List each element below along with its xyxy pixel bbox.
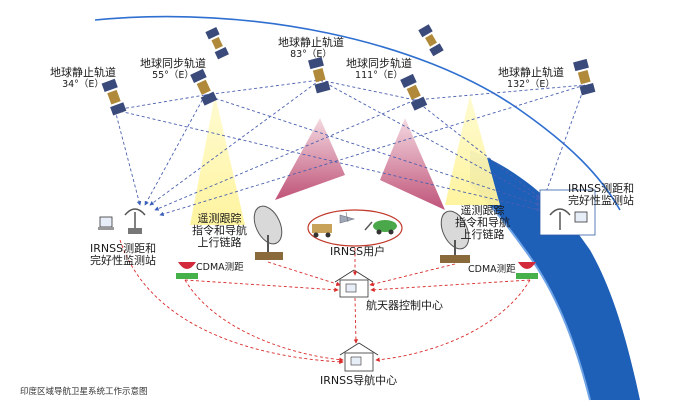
orbit-label-gso-55: 地球同步轨道 55°（E） <box>140 57 206 82</box>
users-icons <box>312 211 397 238</box>
station-line2: 完好性监测站 <box>568 194 635 207</box>
satellite-gso-111 <box>400 73 428 111</box>
orbit-label-gso-111: 地球同步轨道 111°（E） <box>346 57 412 82</box>
satellite-links <box>114 79 586 217</box>
station-line2: 完好性监测站 <box>90 254 157 267</box>
orbit-longitude: 132°（E） <box>507 79 555 90</box>
uplink-line2: 指令和导航 <box>455 216 510 229</box>
station-label-right: IRNSS测距和 完好性监测站 <box>568 183 634 207</box>
orbit-name: 地球静止轨道 <box>278 36 344 49</box>
satellite-gso-55-b <box>205 27 229 60</box>
cdma-dish-left <box>176 262 198 279</box>
uplink-label-left: 遥测跟踪 指令和导航 上行链路 <box>192 213 247 249</box>
control-center-label: 航天器控制中心 <box>366 299 443 312</box>
satellite-gso-55 <box>190 68 218 106</box>
station-line1: IRNSS测距和 <box>90 242 157 255</box>
orbit-name: 地球同步轨道 <box>346 57 412 70</box>
uplink-label-right: 遥测跟踪 指令和导航 上行链路 <box>455 205 510 241</box>
station-line1: IRNSS测距和 <box>568 182 635 195</box>
uplink-antenna-right <box>440 210 470 263</box>
orbit-longitude: 111°（E） <box>355 70 403 81</box>
orbit-label-geo-34: 地球静止轨道 34°（E） <box>50 66 116 91</box>
satellite-geo-34 <box>101 78 127 116</box>
ground-links <box>119 239 531 365</box>
cdma-label-left: CDMA测距 <box>196 262 244 273</box>
earth-limb <box>470 150 640 400</box>
users-label: IRNSS用户 <box>330 245 386 258</box>
nav-center-label: IRNSS导航中心 <box>320 374 398 387</box>
orbit-longitude: 55°（E） <box>152 70 194 81</box>
uplink-line1: 遥测跟踪 <box>460 204 505 217</box>
nav-center-building <box>339 342 379 372</box>
satellite-geo-132 <box>573 58 596 96</box>
control-center-building <box>334 269 374 298</box>
uplink-antenna-left <box>253 205 283 260</box>
uplink-line3: 上行链路 <box>197 236 242 249</box>
orbit-longitude: 83°（E） <box>290 49 332 60</box>
monitoring-station-left <box>98 208 146 234</box>
beam-left <box>190 95 245 225</box>
beam-magenta-left <box>275 118 345 200</box>
users-ellipse <box>307 209 403 247</box>
monitoring-station-right <box>539 189 596 236</box>
beam-right <box>445 95 500 205</box>
satellite-gso-111-b <box>418 24 444 57</box>
uplink-line1: 遥测跟踪 <box>197 212 242 225</box>
orbit-name: 地球同步轨道 <box>140 57 206 70</box>
station-label-left: IRNSS测距和 完好性监测站 <box>90 243 156 267</box>
satellite-geo-83 <box>308 56 331 94</box>
orbit-arc <box>94 15 621 211</box>
uplink-line3: 上行链路 <box>460 228 505 241</box>
orbit-longitude: 34°（E） <box>62 79 104 90</box>
uplink-line2: 指令和导航 <box>192 224 247 237</box>
orbit-label-geo-83: 地球静止轨道 83°（E） <box>278 36 344 61</box>
beam-magenta-right <box>380 118 445 210</box>
orbit-label-geo-132: 地球静止轨道 132°（E） <box>498 66 564 91</box>
figure-caption: 印度区域导航卫星系统工作示意图 <box>20 387 148 397</box>
cdma-dish-right <box>516 262 538 279</box>
orbit-name: 地球静止轨道 <box>50 66 116 79</box>
cdma-label-right: CDMA测距 <box>468 264 516 275</box>
orbit-name: 地球静止轨道 <box>498 66 564 79</box>
